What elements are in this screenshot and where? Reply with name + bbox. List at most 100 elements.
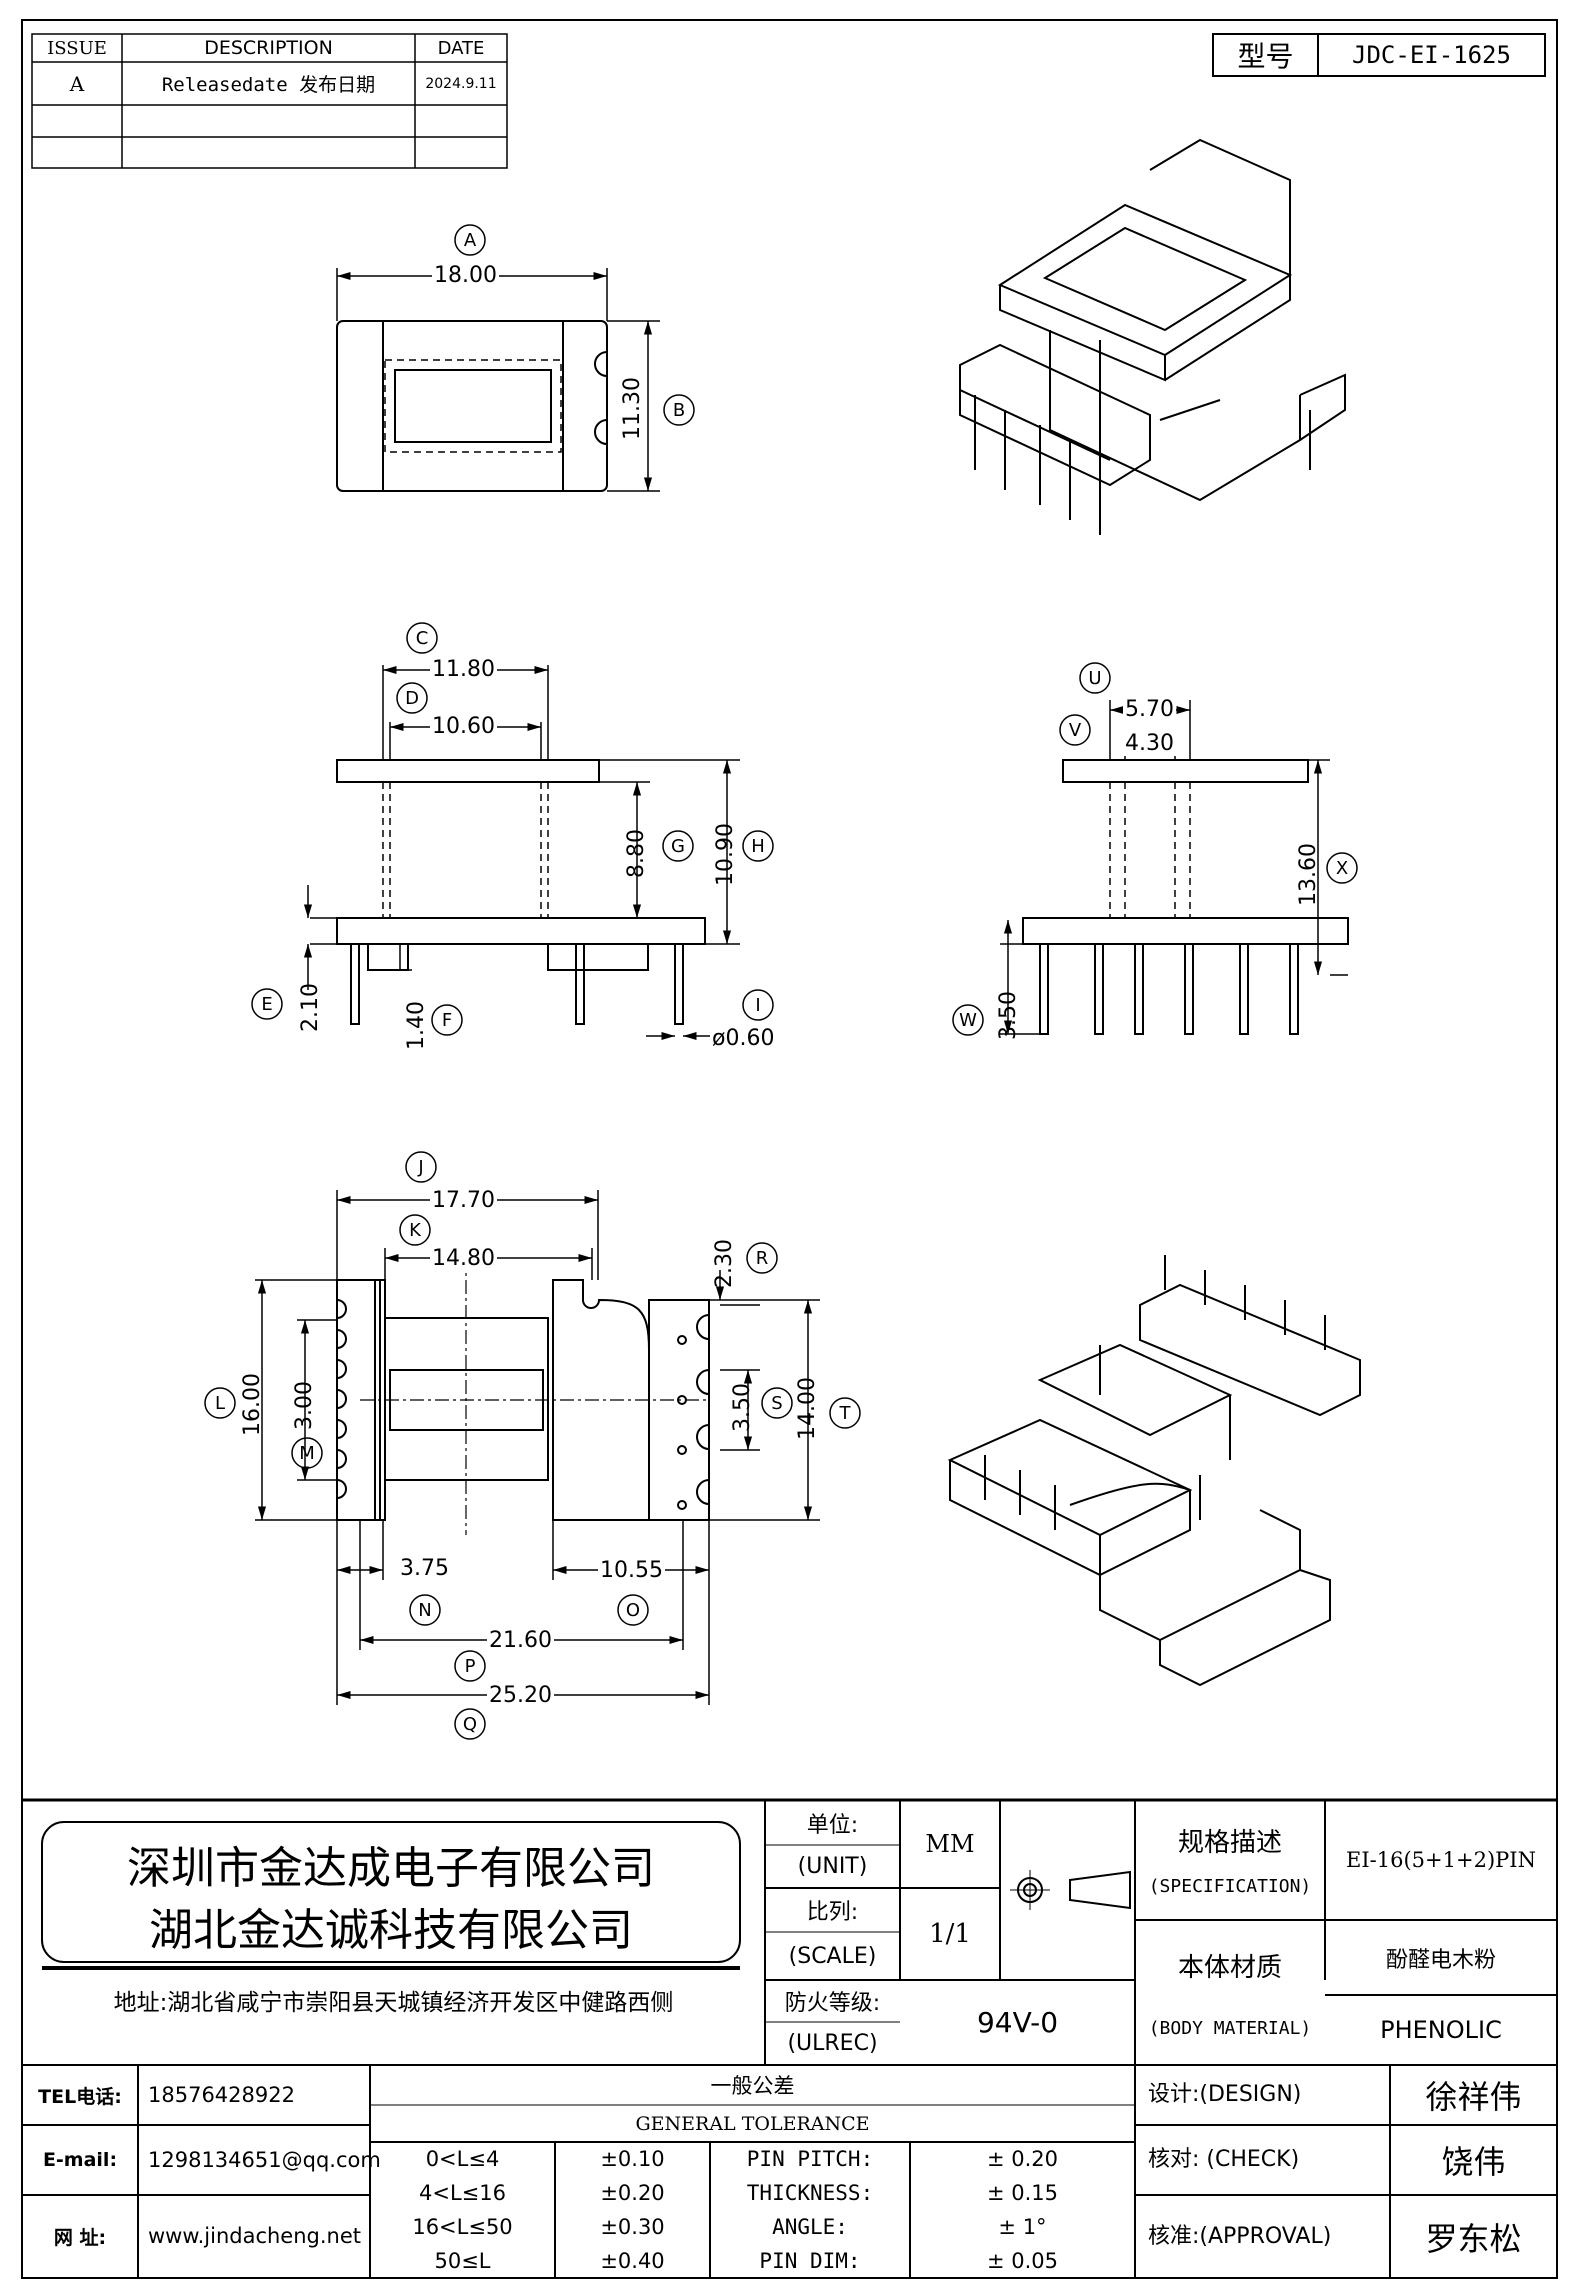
tol-range: 16<L≤50 [412, 2215, 513, 2239]
dim-u: 5.70 [1123, 697, 1176, 722]
dim-s: 3.50 [730, 1383, 755, 1432]
svg-text:Q: Q [463, 1714, 477, 1735]
isometric-view-bottom [947, 1255, 1361, 1687]
dim-g: 8.80 [624, 829, 649, 878]
dim-x: 13.60 [1296, 843, 1321, 906]
dim-f: 1.40 [404, 1001, 429, 1050]
tol-item-value: ± 0.20 [986, 2147, 1059, 2171]
scale-label-en: (SCALE) [788, 1943, 877, 1969]
dim-k: 14.80 [430, 1246, 497, 1271]
email-value: 1298134651@qq.com [148, 2148, 381, 2172]
design-label: 设计:(DESIGN) [1148, 2082, 1302, 2107]
model-label: 型号 [1237, 40, 1294, 73]
svg-text:R: R [756, 1248, 769, 1269]
email-label: E-mail: [42, 2149, 118, 2171]
body-label-en: (BODY MATERIAL) [1148, 2017, 1312, 2039]
unit-label-cn: 单位: [806, 1812, 859, 1838]
check-name: 饶伟 [1441, 2143, 1506, 2181]
svg-text:M: M [299, 1443, 315, 1464]
dim-j: 17.70 [430, 1188, 497, 1213]
dim-a: 18.00 [432, 263, 499, 288]
svg-text:T: T [839, 1403, 852, 1424]
approval-name: 罗东松 [1425, 2219, 1522, 2258]
web-label: 网 址: [53, 2227, 107, 2249]
ulrec-value: 94V-0 [976, 2006, 1059, 2039]
tol-item-value: ± 0.05 [986, 2249, 1059, 2273]
dim-w: 3.50 [996, 991, 1021, 1040]
rev-header-date: DATE [437, 37, 485, 59]
unit-label-en: (UNIT) [797, 1854, 868, 1879]
dim-q: 25.20 [487, 1683, 554, 1708]
dim-e: 2.10 [298, 983, 323, 1032]
tol-value: ±0.20 [600, 2181, 665, 2205]
company-name-1: 深圳市金达成电子有限公司 [127, 1843, 655, 1894]
svg-text:L: L [215, 1393, 225, 1414]
svg-text:N: N [418, 1600, 431, 1621]
model-value: JDC-EI-1625 [1352, 41, 1511, 69]
design-name: 徐祥伟 [1425, 2078, 1522, 2116]
dim-v: 4.30 [1123, 731, 1176, 756]
spec-label-en: (SPECIFICATION) [1148, 1875, 1312, 1897]
tol-item: PIN PITCH: [746, 2147, 874, 2171]
front-view [336, 759, 706, 1025]
tel-label: TEL电话: [38, 2085, 122, 2108]
body-label-cn: 本体材质 [1177, 1952, 1282, 1983]
bottom-view [336, 1255, 710, 1535]
approval-label: 核准:(APPROVAL) [1148, 2224, 1332, 2249]
dim-n: 3.75 [400, 1556, 449, 1581]
tol-item-value: ± 0.15 [986, 2181, 1059, 2205]
dim-h: 10.90 [713, 823, 738, 886]
svg-text:B: B [673, 400, 685, 421]
tolerance-title-cn: 一般公差 [710, 2074, 795, 2098]
model-box [1212, 33, 1546, 77]
isometric-view-top [959, 138, 1346, 535]
dim-i: ø0.60 [712, 1026, 775, 1051]
tol-value: ±0.40 [600, 2249, 665, 2273]
spec-label-cn: 规格描述 [1177, 1827, 1282, 1858]
rev-header-description: DESCRIPTION [204, 37, 333, 59]
svg-text:F: F [442, 1010, 452, 1031]
company-name-2: 湖北金达诚科技有限公司 [149, 1905, 633, 1956]
dim-p: 21.60 [487, 1628, 554, 1653]
svg-text:A: A [464, 230, 477, 251]
svg-text:S: S [771, 1393, 782, 1414]
svg-text:D: D [405, 688, 419, 709]
rev-header-issue: ISSUE [47, 37, 107, 59]
ulrec-label-en: (ULREC) [787, 2031, 878, 2056]
body-value-cn: 酚醛电木粉 [1385, 1947, 1496, 1973]
tol-range: 0<L≤4 [425, 2147, 500, 2171]
dim-l: 16.00 [240, 1373, 265, 1436]
dim-m: 3.00 [292, 1381, 317, 1430]
dim-t: 14.00 [795, 1377, 820, 1440]
body-value-en: PHENOLIC [1380, 2016, 1502, 2044]
tol-value: ±0.30 [600, 2215, 665, 2239]
web-value: www.jindacheng.net [148, 2224, 362, 2248]
rev-row-issue: A [69, 71, 85, 96]
dim-d: 10.60 [430, 714, 497, 739]
svg-text:C: C [416, 628, 429, 649]
svg-text:I: I [755, 995, 760, 1016]
tol-range: 4<L≤16 [419, 2181, 506, 2205]
dim-r: 2.30 [712, 1239, 737, 1288]
unit-value: MM [925, 1830, 975, 1858]
tol-item-value: ± 1° [998, 2215, 1047, 2239]
dim-b: 11.30 [620, 377, 645, 440]
dim-c: 11.80 [430, 657, 497, 682]
svg-text:E: E [261, 994, 272, 1015]
dim-o: 10.55 [598, 1558, 665, 1583]
rev-row-description: Releasedate 发布日期 [161, 74, 376, 96]
check-label: 核对: (CHECK) [1148, 2147, 1300, 2172]
svg-text:H: H [751, 836, 765, 857]
tol-item: THICKNESS: [746, 2181, 874, 2205]
company-address: 地址:湖北省咸宁市崇阳县天城镇经济开发区中健路西侧 [113, 1990, 674, 2016]
tol-range: 50≤L [434, 2249, 491, 2273]
scale-label-cn: 比列: [806, 1900, 859, 1925]
svg-text:W: W [959, 1010, 977, 1031]
svg-text:G: G [671, 836, 685, 857]
svg-text:J: J [417, 1157, 423, 1178]
svg-text:K: K [409, 1220, 422, 1241]
top-view [336, 320, 608, 492]
spec-value: EI-16(5+1+2)PIN [1346, 1848, 1536, 1872]
rev-row-date: 2024.9.11 [425, 75, 497, 92]
